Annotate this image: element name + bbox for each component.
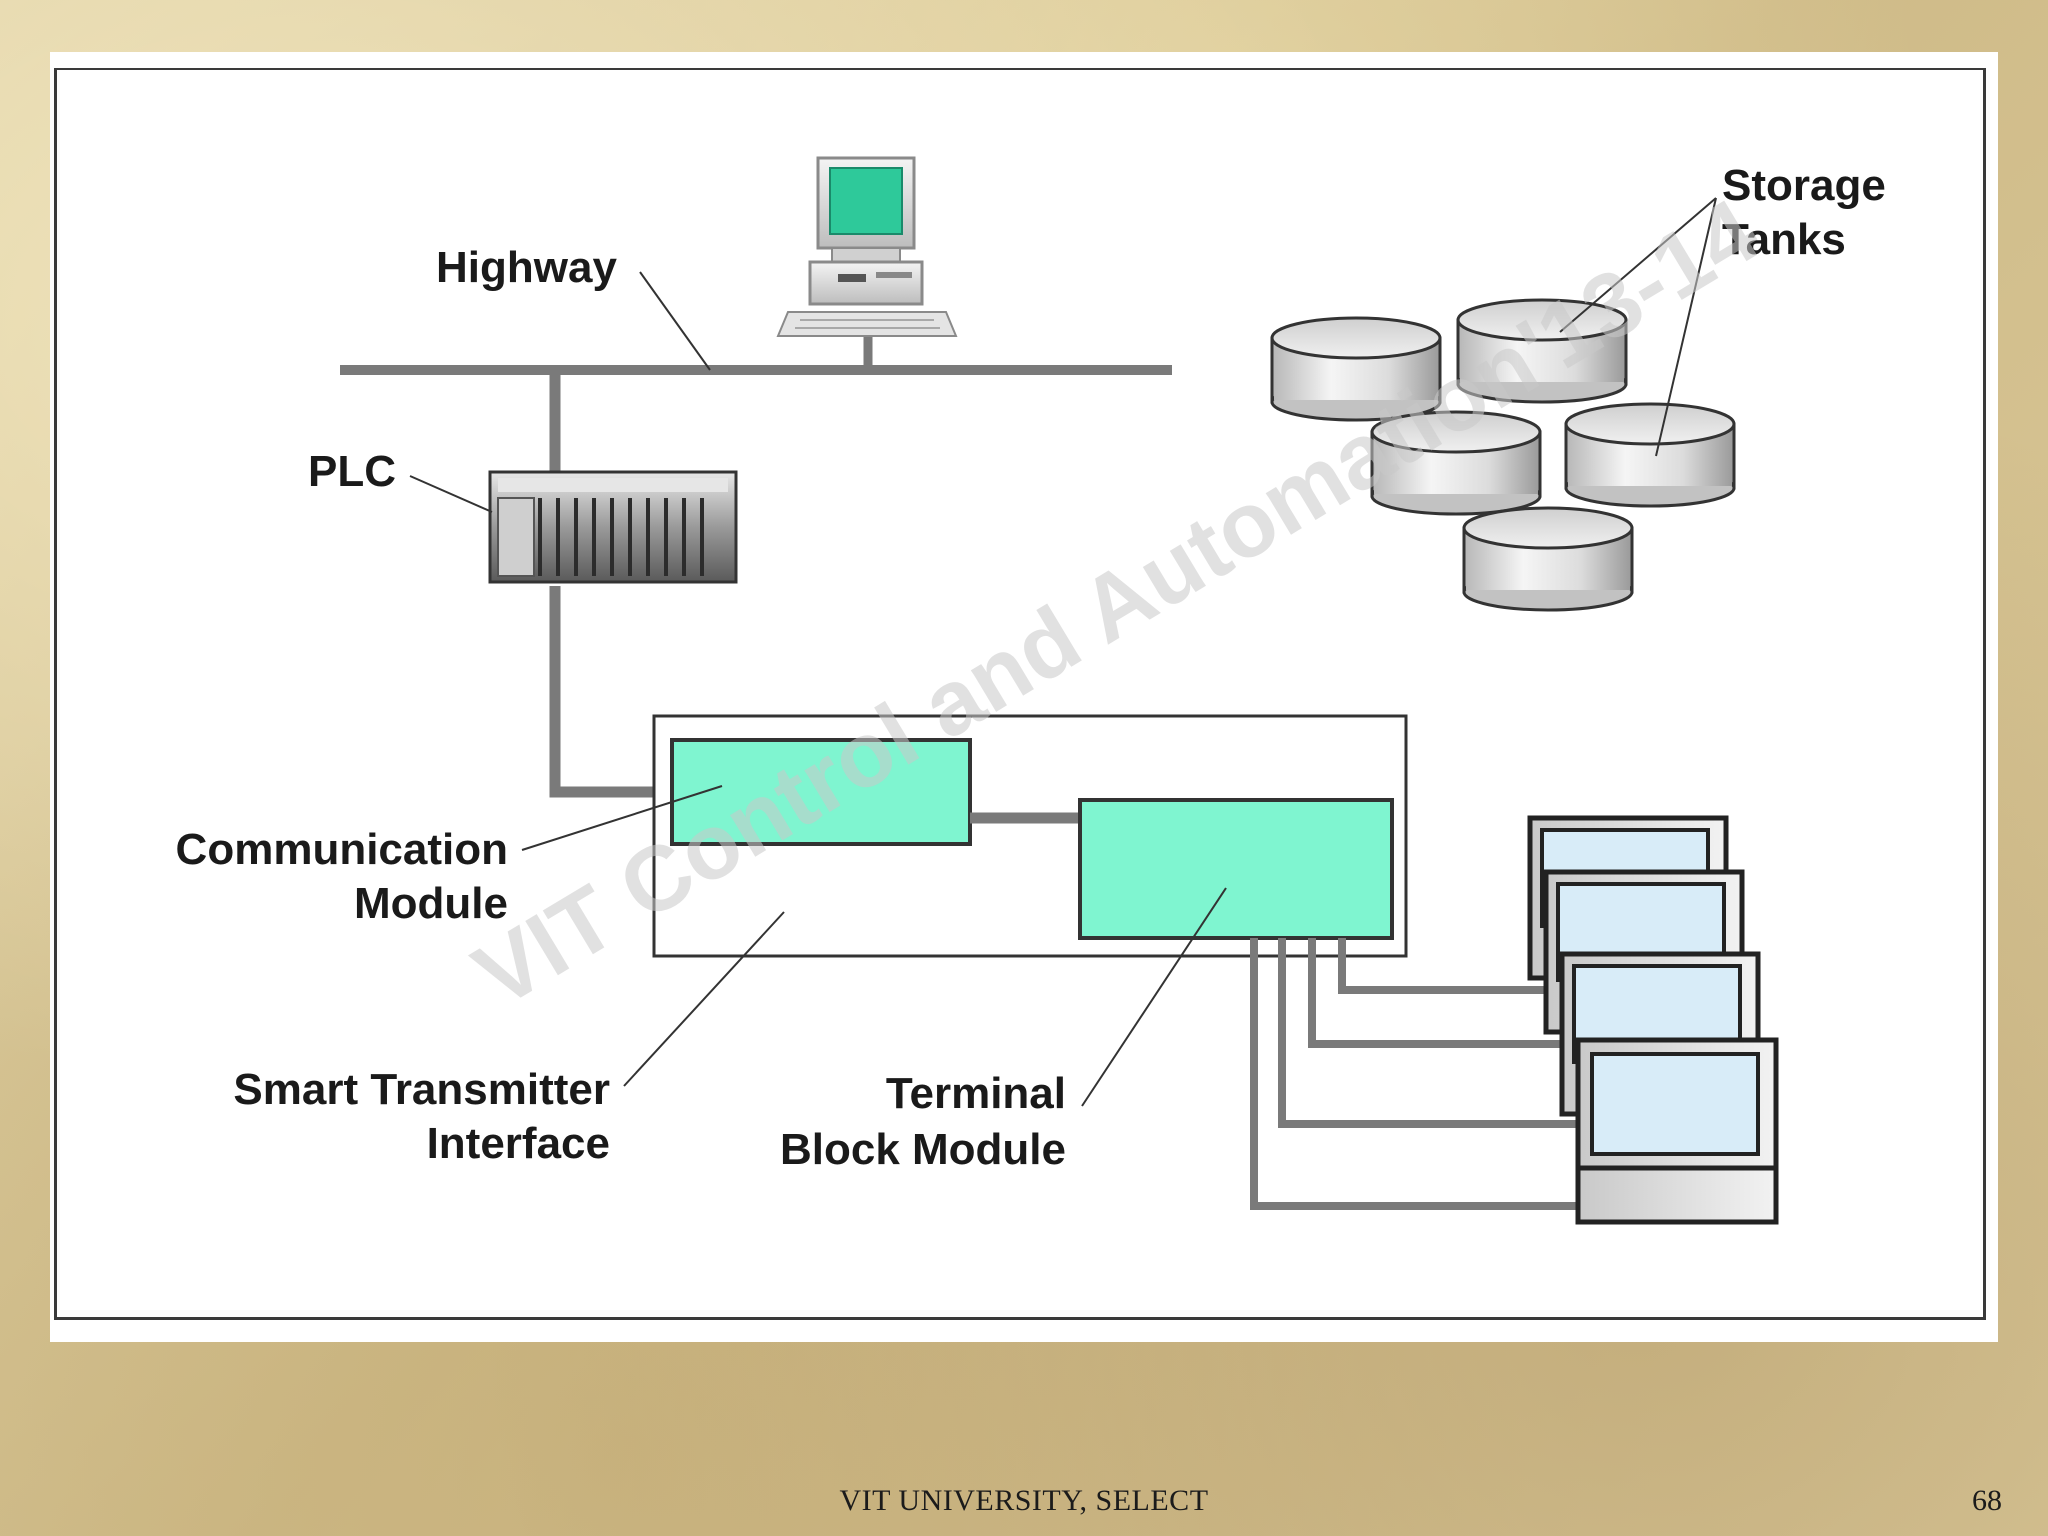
storage-tank	[1270, 316, 1442, 422]
plc-cables	[549, 370, 672, 798]
smart-transmitter-label-line2: Interface	[427, 1119, 610, 1168]
diagram-frame	[54, 68, 1986, 1320]
smart-transmitter-label-line1: Smart Transmitter	[233, 1065, 610, 1114]
communication-module-leader-line	[521, 785, 723, 851]
storage-tank	[1564, 402, 1736, 508]
storage-tanks-group	[1270, 298, 1736, 612]
storage-tank	[1456, 298, 1628, 404]
workstation-icon	[776, 156, 958, 337]
highway-leader-line	[639, 271, 711, 371]
display-cables	[1250, 938, 1598, 1210]
plc-leader-line	[409, 475, 493, 513]
storage-tanks-label-line1: Storage	[1722, 161, 1886, 210]
terminal-block-leader-line	[1081, 887, 1227, 1107]
operator-display	[1575, 1037, 1779, 1225]
storage-tanks-label-line2: Tanks	[1722, 215, 1846, 264]
terminal-block-label-line2: Block Module	[780, 1125, 1066, 1174]
plc-label: PLC	[308, 447, 396, 496]
storage-tank	[1462, 506, 1634, 612]
storage-tank	[1370, 410, 1542, 516]
storage-tanks-leader-lines	[1559, 197, 1717, 457]
smart-transmitter-leader-line	[623, 911, 785, 1087]
highway-label: Highway	[436, 243, 617, 292]
page-number: 68	[1972, 1484, 2002, 1517]
highway-bus	[340, 335, 1172, 375]
plc-rack-icon	[488, 470, 738, 584]
terminal-block-label-line1: Terminal	[886, 1069, 1066, 1118]
communication-module-box	[670, 738, 972, 846]
terminal-block-module-box	[1078, 798, 1394, 940]
communication-module-label-line2: Module	[354, 879, 508, 928]
communication-module-label-line1: Communication	[176, 825, 508, 874]
operator-displays-group	[1527, 815, 1779, 1225]
footer-text: VIT UNIVERSITY, SELECT	[839, 1484, 1209, 1517]
